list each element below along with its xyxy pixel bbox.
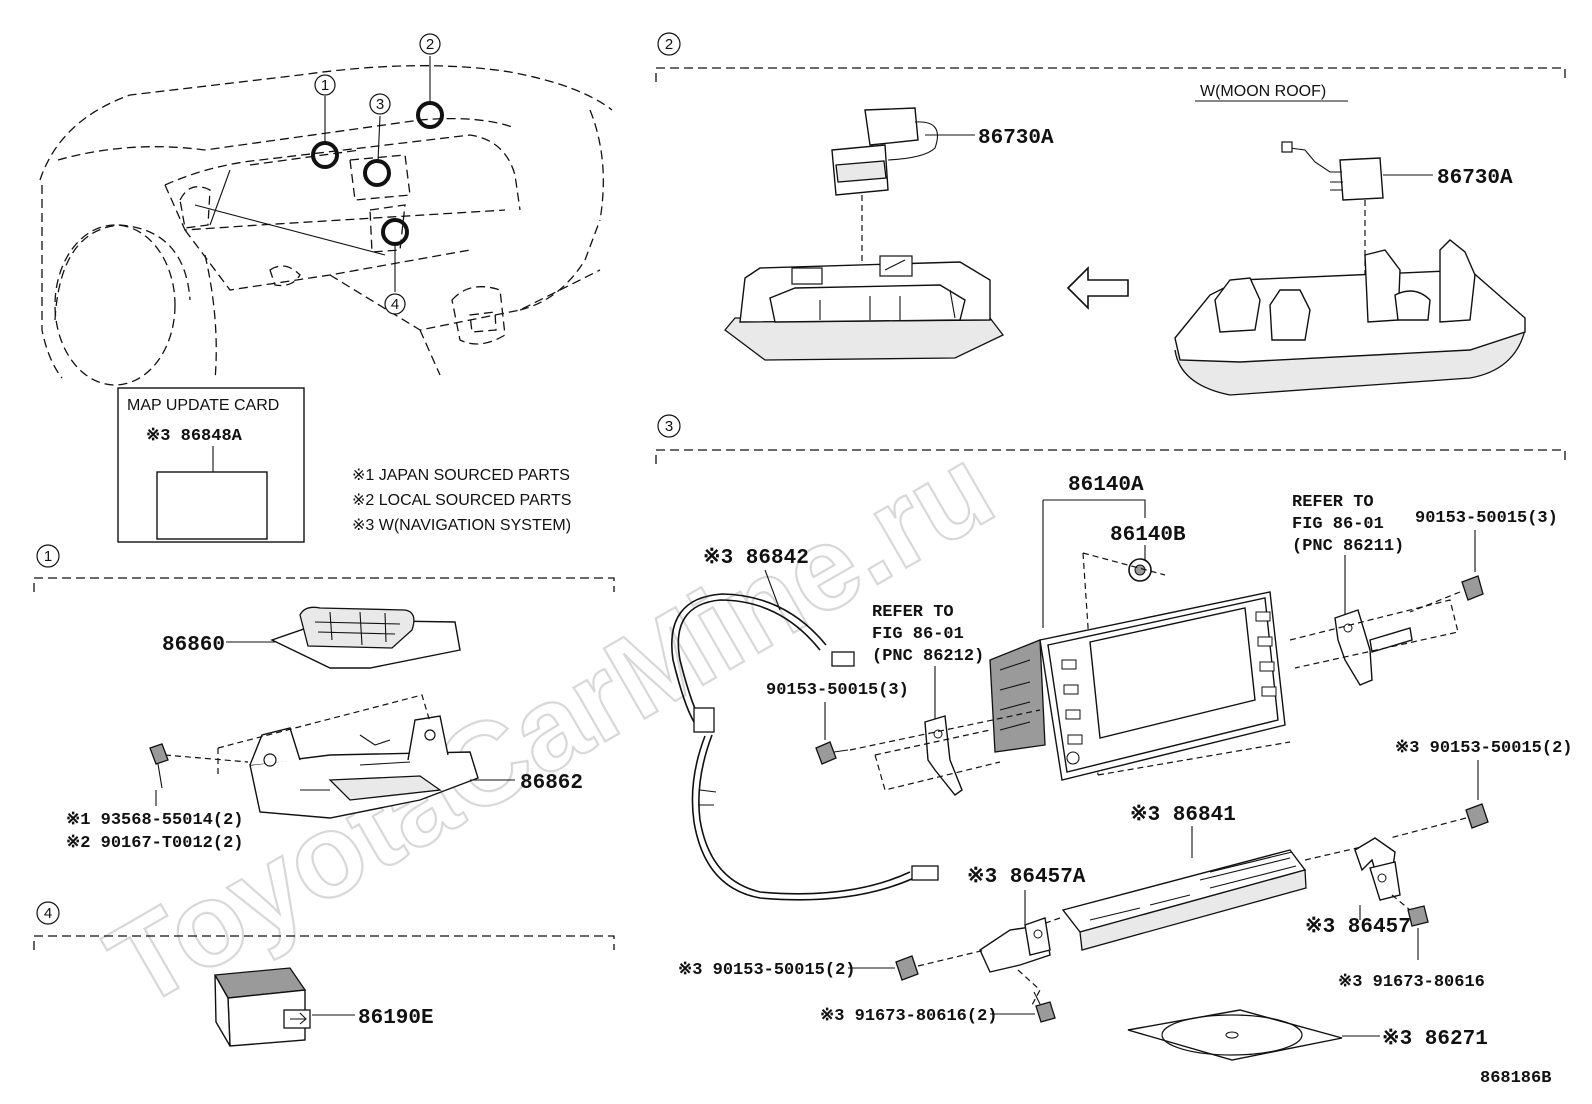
screw-91673-right-shape [1407, 905, 1429, 927]
bolt-90153-right2-shape [1465, 803, 1489, 829]
bracket-86457A-shape [979, 917, 1051, 973]
map-card-title: MAP UPDATE CARD [127, 397, 279, 414]
part-86457A-label: ※3 86457A [967, 865, 1086, 889]
refer-right-line2: FIG 86-01 [1292, 515, 1384, 534]
refer-right-line1: REFER TO [1292, 493, 1374, 512]
note-japan-sourced: ※1 JAPAN SOURCED PARTS [352, 467, 570, 484]
part-86860-label: 86860 [162, 634, 225, 657]
bolt-90153-right2-label: ※3 90153-50015(2) [1395, 739, 1572, 758]
overhead-console-left-shape [724, 255, 1005, 361]
part-86841-label: ※3 86841 [1130, 803, 1236, 827]
part-86842-label: ※3 86842 [703, 546, 809, 570]
car-interior-overview: 1 2 3 4 [39, 33, 613, 386]
figure-code: 868186B [1480, 1069, 1551, 1088]
part-86271-label: ※3 86271 [1382, 1027, 1488, 1051]
screw-91673-right-label: ※3 91673-80616 [1338, 973, 1485, 992]
bracket-left-shape [924, 715, 963, 796]
section-2: 2 W(MOON ROOF) 86730A [655, 32, 1566, 396]
bolt-90153-right-label: 90153-50015(3) [1415, 509, 1558, 528]
screw-91673-low-shape [1033, 991, 1056, 1023]
note-local-sourced: ※2 LOCAL SOURCED PARTS [352, 492, 571, 509]
map-update-card-box: MAP UPDATE CARD ※3 86848A [117, 387, 305, 543]
sensor-86730A-right-shape [1281, 141, 1384, 201]
bracket-86457-shape [1354, 837, 1401, 901]
part-86140B-label: 86140B [1110, 524, 1186, 547]
bracket-right-shape [1334, 609, 1413, 686]
part-86140A-label: 86140A [1068, 474, 1144, 497]
bolt-90153-low-left-label: ※3 90153-50015(2) [678, 961, 855, 980]
source-notes: ※1 JAPAN SOURCED PARTS ※2 LOCAL SOURCED … [352, 467, 571, 534]
section-4: 4 86190E [33, 901, 615, 1047]
part-86457-label: ※3 86457 [1305, 915, 1411, 939]
section-1-callout: 1 [44, 548, 52, 565]
note-navigation-system: ※3 W(NAVIGATION SYSTEM) [352, 517, 571, 534]
refer-right-line3: (PNC 86211) [1292, 537, 1404, 556]
bolt-93568-label: ※1 93568-55014(2) [66, 811, 243, 830]
section-3: 3 86140A 86140B ※3 86842 [655, 414, 1572, 1061]
refer-left-line2: FIG 86-01 [872, 625, 964, 644]
usb-port-shape [213, 967, 311, 1047]
screw-91673-low-label: ※3 91673-80616(2) [820, 1007, 997, 1026]
moon-roof-variant-label: W(MOON ROOF) [1200, 83, 1326, 100]
part-86862-shape [249, 715, 479, 819]
bolt-90153-low-left-shape [895, 955, 919, 981]
section-1: 1 86860 86862 ※1 93568-550 [33, 544, 615, 853]
refer-left-line1: REFER TO [872, 603, 954, 622]
direction-arrow-icon [1066, 266, 1129, 310]
callout-3-label: 3 [376, 96, 384, 113]
part-86190E-label: 86190E [358, 1007, 434, 1030]
bolt-90153-left-shape [815, 741, 849, 765]
bolt-90167-label: ※2 90167-T0012(2) [66, 834, 243, 853]
overhead-console-right-shape [1174, 239, 1526, 396]
wire-harness-86842-shape [671, 593, 939, 901]
part-86730A-right-label: 86730A [1437, 167, 1513, 190]
disc-86271-shape [1127, 1009, 1343, 1061]
sd-card-shape [156, 471, 268, 540]
head-unit-display-shape [989, 591, 1286, 781]
bolt-90153-right-shape [1461, 575, 1484, 601]
bolt-90153-left-label: 90153-50015(3) [766, 681, 909, 700]
section-2-callout: 2 [665, 36, 673, 53]
callout-4-label: 4 [391, 296, 399, 313]
bolt-93568-shape [149, 743, 169, 789]
section-4-callout: 4 [44, 905, 52, 922]
callout-2-label: 2 [426, 36, 434, 53]
refer-left-line3: (PNC 86212) [872, 647, 984, 666]
ecu-86841-shape [1061, 849, 1307, 951]
part-86860-shape [270, 606, 461, 669]
part-86862-label: 86862 [520, 772, 583, 795]
part-86730A-left-label: 86730A [978, 127, 1054, 150]
section-3-callout: 3 [665, 418, 673, 435]
callout-1-label: 1 [321, 77, 329, 94]
map-card-part-label: ※3 86848A [146, 427, 243, 446]
sensor-86730A-left-shape [831, 107, 939, 196]
